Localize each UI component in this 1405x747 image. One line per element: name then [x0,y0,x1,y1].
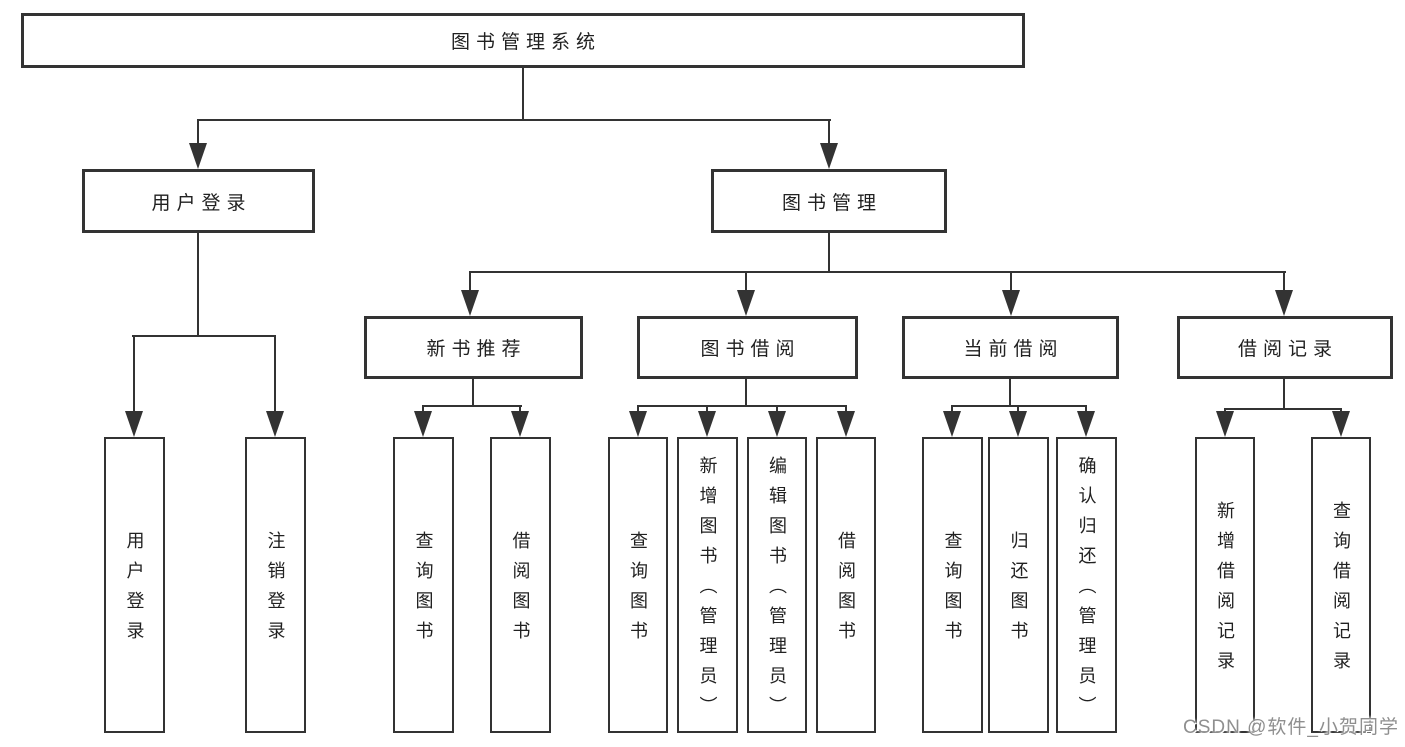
arrow-down-icon [189,143,207,169]
connector-line [1085,405,1087,413]
leaf-borrow-edit-book-admin-label: 编辑图书（管理员） [767,456,787,726]
connector-line [519,405,521,413]
connector-line [472,379,474,405]
connector-line [1010,271,1012,292]
leaf-user-login-label: 用户登录 [124,531,145,651]
arrow-down-icon [1077,411,1095,437]
arrow-down-icon [837,411,855,437]
connector-line [133,335,135,413]
leaf-newrec-borrow-books-label: 借阅图书 [510,531,531,651]
leaf-current-query-books-label: 查询图书 [942,531,963,651]
node-user-login-label: 用户登录 [151,192,252,214]
arrow-down-icon [1002,290,1020,316]
leaf-logout: 注销登录 [245,437,306,733]
connector-line [1283,379,1285,408]
connector-line [828,119,830,145]
leaf-current-query-books: 查询图书 [922,437,983,733]
arrow-down-icon [1275,290,1293,316]
arrow-down-icon [737,290,755,316]
connector-line [274,335,276,413]
connector-line [197,119,831,121]
connector-line [637,405,639,413]
connector-line [828,233,830,271]
connector-line [637,405,847,407]
node-current-borrowing: 当前借阅 [902,316,1119,379]
connector-line [745,379,747,405]
leaf-current-confirm-return-admin-label: 确认归还（管理员） [1076,456,1097,726]
leaf-current-return-books-label: 归还图书 [1008,531,1029,651]
node-current-borrowing-label: 当前借阅 [963,339,1064,360]
node-book-borrowing: 图书借阅 [637,316,858,379]
leaf-borrow-add-book-admin-label: 新增图书（管理员） [697,456,718,726]
arrow-down-icon [266,411,284,437]
arrow-down-icon [1216,411,1234,437]
arrow-down-icon [461,290,479,316]
connector-line [1017,405,1019,413]
arrow-down-icon [511,411,529,437]
arrow-down-icon [1009,411,1027,437]
leaf-borrow-borrow-books-label: 借阅图书 [836,531,856,651]
connector-line [522,68,524,119]
connector-line [469,271,471,292]
node-book-management: 图书管理 [711,169,947,233]
leaf-records-query-record: 查询借阅记录 [1311,437,1371,733]
connector-line [422,405,424,413]
arrow-down-icon [698,411,716,437]
leaf-records-add-record-label: 新增借阅记录 [1215,501,1235,681]
arrow-down-icon [125,411,143,437]
leaf-logout-label: 注销登录 [265,531,286,651]
leaf-newrec-query-books-label: 查询图书 [413,531,434,651]
connector-line [1224,408,1342,410]
leaf-borrow-query-books-label: 查询图书 [628,531,648,651]
connector-line [745,271,747,292]
node-book-management-label: 图书管理 [781,192,882,214]
connector-line [951,405,1087,407]
arrow-down-icon [768,411,786,437]
csdn-watermark: CSDN @软件_小贺同学 [1183,717,1399,738]
leaf-newrec-borrow-books: 借阅图书 [490,437,551,733]
connector-line [951,405,953,413]
node-library-management-system: 图书管理系统 [21,13,1025,68]
connector-line [1283,271,1285,292]
leaf-current-confirm-return-admin: 确认归还（管理员） [1056,437,1117,733]
leaf-borrow-edit-book-admin: 编辑图书（管理员） [747,437,807,733]
node-book-borrowing-label: 图书借阅 [700,339,801,360]
connector-line [1224,408,1226,413]
node-new-book-recommendation-label: 新书推荐 [426,339,527,360]
arrow-down-icon [1332,411,1350,437]
leaf-records-add-record: 新增借阅记录 [1195,437,1255,733]
connector-line [132,335,275,337]
connector-line [706,405,708,413]
node-borrowing-records-label: 借阅记录 [1237,339,1338,360]
node-user-login: 用户登录 [82,169,315,233]
leaf-borrow-add-book-admin: 新增图书（管理员） [677,437,738,733]
arrow-down-icon [629,411,647,437]
node-borrowing-records: 借阅记录 [1177,316,1393,379]
connector-line [1009,379,1011,405]
connector-line [197,233,199,335]
arrow-down-icon [414,411,432,437]
connector-line [469,271,1286,273]
connector-line [845,405,847,413]
arrow-down-icon [943,411,961,437]
leaf-records-query-record-label: 查询借阅记录 [1331,501,1351,681]
leaf-borrow-query-books: 查询图书 [608,437,668,733]
leaf-newrec-query-books: 查询图书 [393,437,454,733]
leaf-current-return-books: 归还图书 [988,437,1049,733]
leaf-user-login: 用户登录 [104,437,165,733]
connector-line [1340,408,1342,413]
leaf-borrow-borrow-books: 借阅图书 [816,437,876,733]
connector-line [197,119,199,145]
arrow-down-icon [820,143,838,169]
node-library-management-system-label: 图书管理系统 [450,32,601,53]
connector-line [422,405,522,407]
node-new-book-recommendation: 新书推荐 [364,316,583,379]
connector-line [776,405,778,413]
